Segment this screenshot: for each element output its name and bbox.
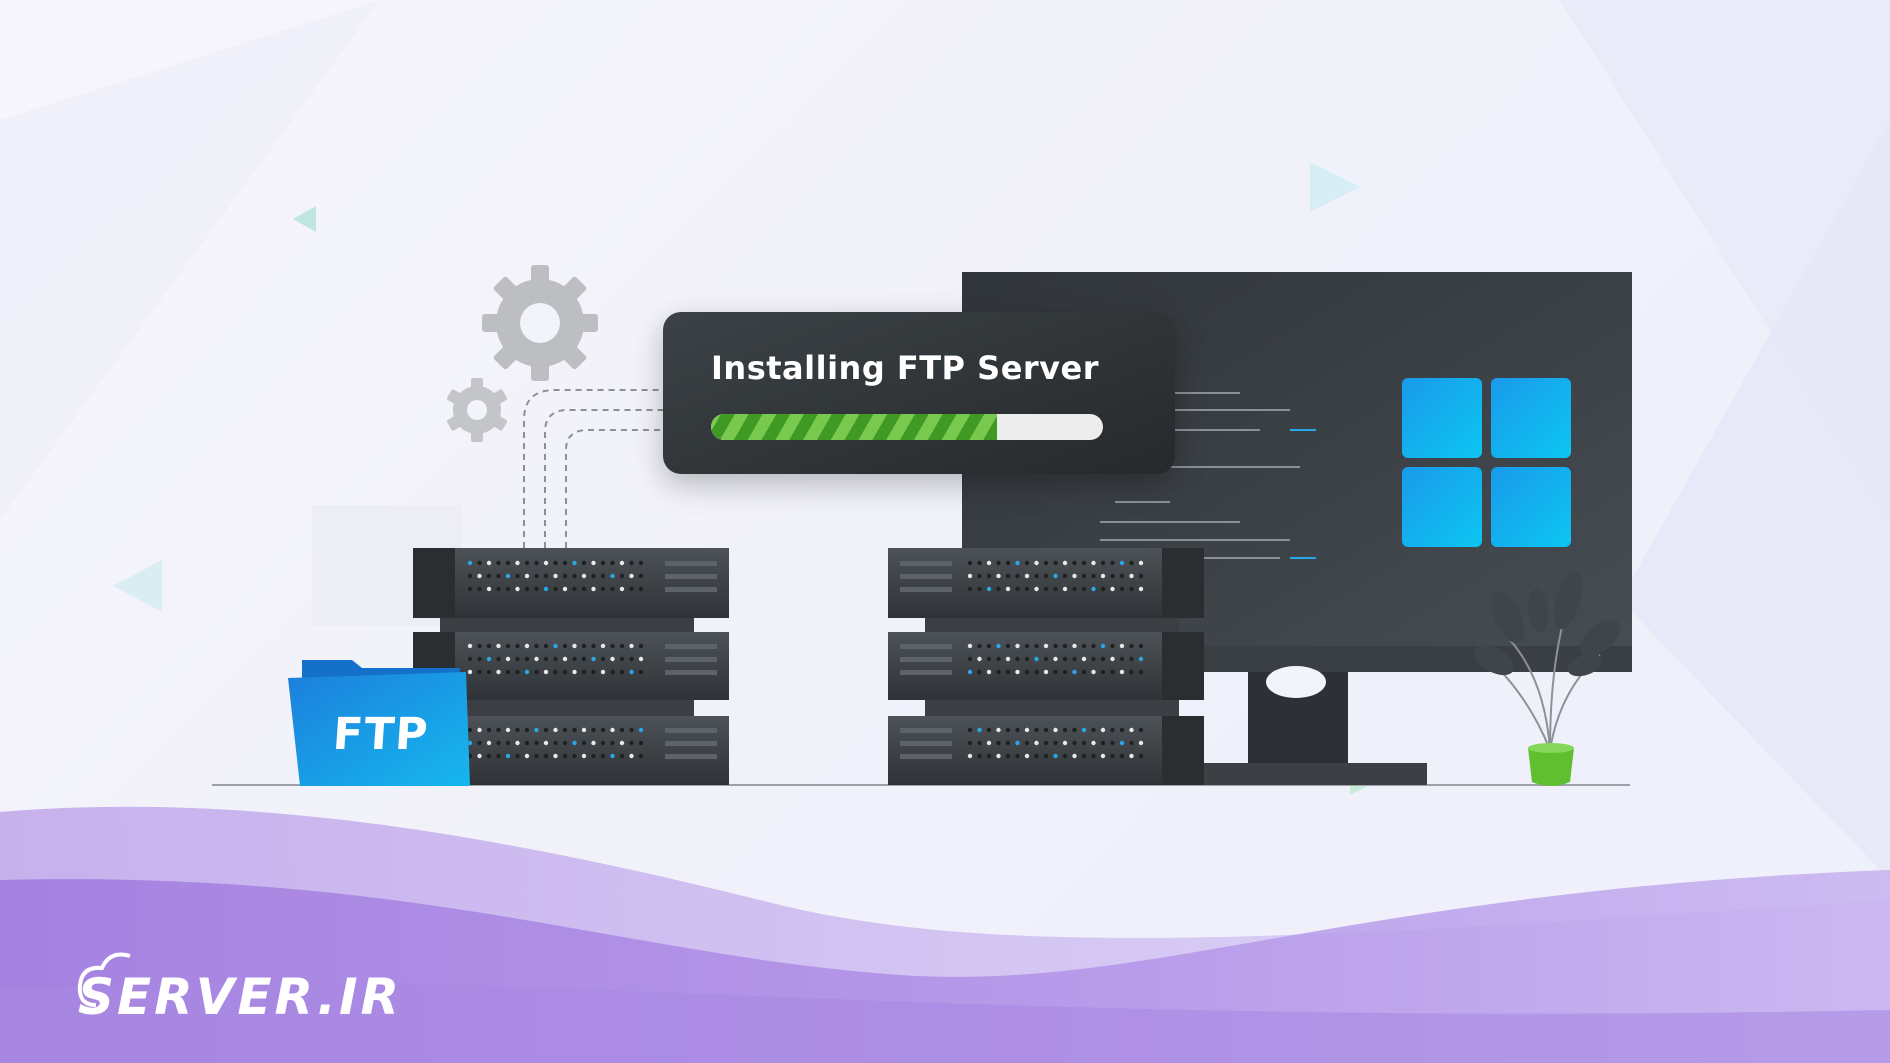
decor-triangle	[113, 560, 162, 612]
background-shape	[1620, 120, 1890, 880]
gear-icon	[447, 378, 507, 442]
cloud-icon	[77, 952, 131, 1007]
dialog-title: Installing FTP Server	[711, 349, 1100, 387]
plant-icon	[1474, 570, 1621, 786]
folder-icon	[288, 660, 470, 786]
progress-bar	[711, 414, 1103, 440]
server-stack-right	[888, 548, 1204, 785]
gear-icon	[482, 265, 598, 381]
windows-logo-icon	[1402, 378, 1571, 547]
server-indicator-lights	[467, 560, 1144, 759]
decor-triangle	[1310, 162, 1360, 212]
brand-logo: SERVER.IR	[78, 968, 403, 1026]
background-shape	[0, 0, 380, 520]
bottom-wave	[0, 982, 1890, 1063]
progress-bar-fill	[711, 414, 998, 440]
decor-triangle	[293, 206, 316, 232]
folder-label: FTP	[331, 709, 431, 760]
install-progress-dialog: Installing FTP Server	[663, 312, 1175, 474]
